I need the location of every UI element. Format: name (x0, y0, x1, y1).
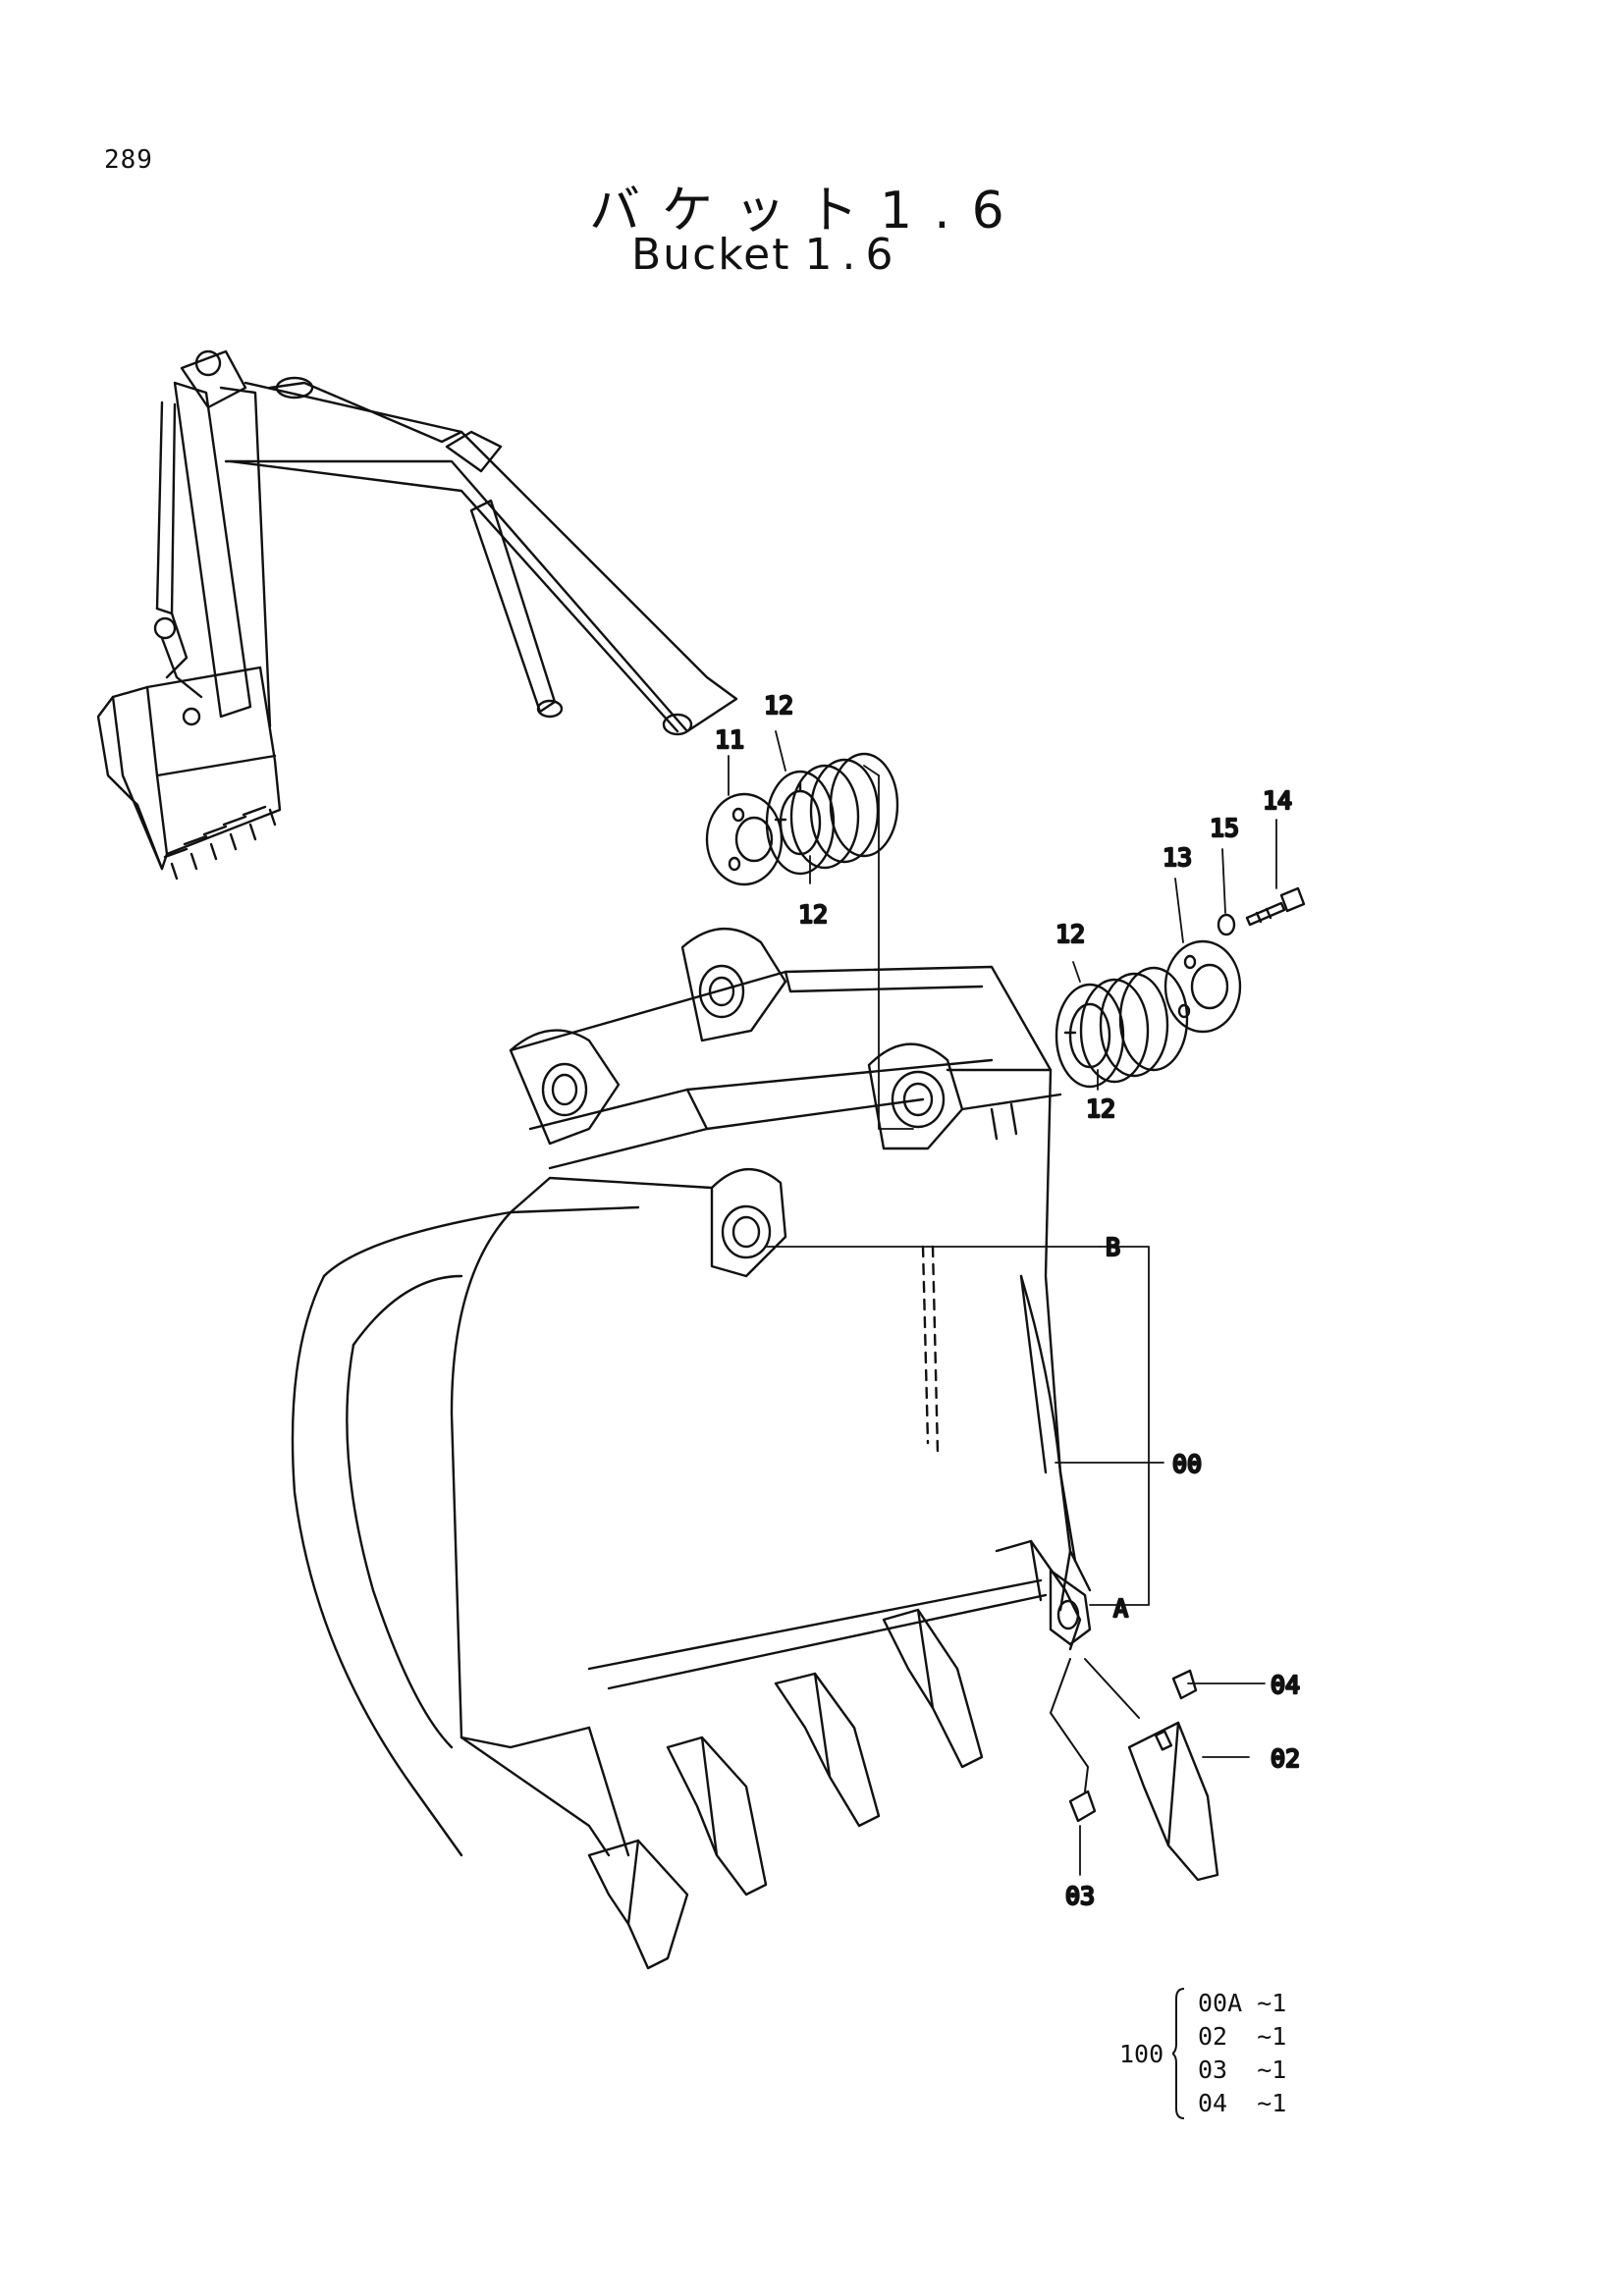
callout-12-right-top: 12 (1055, 920, 1085, 948)
callout-14: 14 (1263, 786, 1292, 815)
leader-lines (728, 730, 1277, 1876)
callout-12-bottom-left: 12 (798, 900, 828, 929)
page-title-japanese: バケット1.6 (589, 169, 1026, 242)
title-japanese-suffix: 1.6 (880, 182, 1026, 240)
bucket-body (291, 928, 1092, 1857)
washer-11-drawing (705, 792, 784, 886)
bolt-14-drawing (1245, 886, 1306, 927)
callout-13: 13 (1163, 843, 1192, 872)
washer-15-drawing (1217, 913, 1236, 936)
page-title-english: Bucket 1.6 (631, 230, 902, 280)
assembly-guide-line (1084, 1658, 1140, 1719)
kit-qty: ~1 (1257, 2089, 1287, 2117)
lock-04-drawing (1171, 1669, 1198, 1700)
shims-12-upper-drawing (765, 752, 899, 876)
excavator-arm-overview (96, 349, 738, 881)
callout-11: 11 (715, 725, 744, 754)
callout-03: 03 (1065, 1882, 1095, 1910)
kit-row: 02 ~1 (1198, 2020, 1286, 2054)
callout-15: 15 (1210, 814, 1239, 842)
kit-brace (1172, 1988, 1185, 2119)
kit-part: 02 (1198, 2022, 1228, 2051)
kit-number: 100 (1119, 2040, 1164, 2068)
kit-row: 03 ~1 (1198, 2054, 1286, 2087)
kit-row: 04 ~1 (1198, 2087, 1286, 2120)
callout-02: 02 (1271, 1744, 1300, 1773)
kit-qty: ~1 (1257, 2056, 1287, 2084)
callout-00: 00 (1172, 1450, 1202, 1478)
page-number: 289 (104, 145, 153, 175)
plate-13-drawing (1163, 939, 1242, 1034)
kit-part: 03 (1198, 2056, 1228, 2084)
tooth-02-drawing (1127, 1721, 1219, 1882)
reference-b: B (1106, 1233, 1120, 1261)
pin-03-drawing (1068, 1789, 1097, 1823)
reference-a: A (1113, 1594, 1128, 1623)
bucket-teeth-row (587, 1539, 1092, 1970)
title-japanese-text: バケット (589, 182, 881, 240)
kit-part: 00A (1198, 1989, 1243, 2017)
kit-part: 04 (1198, 2089, 1228, 2117)
callout-04: 04 (1271, 1671, 1300, 1699)
title-english-text: Bucket (631, 230, 791, 280)
kit-row: 00A ~1 (1198, 1987, 1286, 2020)
shims-12-lower-drawing (1055, 966, 1189, 1089)
title-english-suffix: 1.6 (804, 230, 903, 280)
callout-12-right-bottom: 12 (1086, 1095, 1115, 1123)
callout-12-top: 12 (764, 691, 793, 720)
assembly-guide-line (1050, 1658, 1089, 1792)
kit-qty: ~1 (1257, 2022, 1287, 2051)
kit-qty: ~1 (1257, 1989, 1287, 2017)
